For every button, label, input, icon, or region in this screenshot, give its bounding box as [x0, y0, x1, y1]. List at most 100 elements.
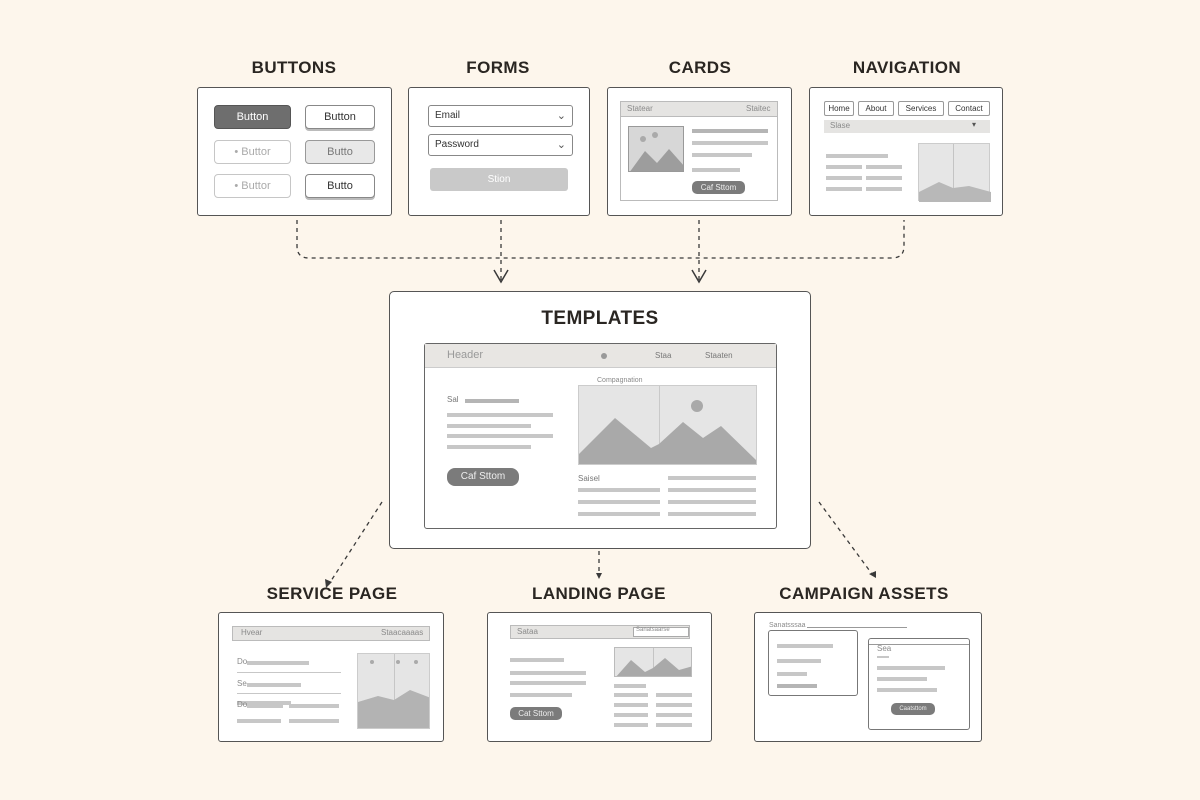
card-header: Statear Staitec — [620, 101, 778, 117]
service-page-panel: Hvear Staacaaaas Do Se Do — [218, 612, 444, 742]
buttons-panel: Button Button • Buttor Butto • Buttor Bu… — [197, 87, 392, 216]
template-text-line — [465, 399, 519, 403]
cards-panel: Statear Staitec Caf Sttom — [607, 87, 792, 216]
forms-heading: FORMS — [466, 58, 530, 77]
template-text-line — [447, 445, 531, 449]
card-text-line — [692, 129, 768, 133]
service-text-line — [247, 683, 301, 687]
ghost-button-2[interactable]: • Buttor — [214, 174, 291, 198]
campaign-asset-card-1 — [768, 630, 858, 696]
submit-button[interactable]: Stion — [430, 168, 568, 191]
template-nav-1[interactable]: Staa — [655, 351, 672, 360]
landing-header-label: Sataa — [517, 627, 538, 636]
service-text-line — [289, 719, 339, 723]
nav-tab-contact[interactable]: Contact — [948, 101, 990, 116]
landing-text-line — [656, 713, 692, 717]
landing-text-line — [510, 658, 564, 662]
email-field[interactable]: Email ⌄ — [428, 105, 573, 127]
campaign-asset-card-2: Sea Caatsttom — [868, 638, 970, 730]
service-text-line — [237, 693, 341, 694]
landing-cta-button[interactable]: Cat Sttom — [510, 707, 562, 720]
service-text-line — [237, 672, 341, 673]
campaign-text-line — [877, 666, 945, 670]
campaign-text-line — [777, 659, 821, 663]
ghost-button-2-label: Buttor — [241, 180, 271, 192]
nav-tab-services[interactable]: Services — [898, 101, 944, 116]
template-text-line — [447, 424, 531, 428]
outline-button-2[interactable]: Butto — [305, 174, 375, 198]
template-text-line — [668, 476, 756, 480]
landing-text-line — [614, 684, 646, 688]
chevron-down-icon: ▾ — [972, 120, 977, 129]
service-text-line — [237, 701, 291, 705]
landing-text-line — [656, 703, 692, 707]
nav-text-line — [866, 187, 902, 191]
landing-text-line — [614, 693, 648, 697]
campaign-text-line — [777, 644, 833, 648]
nav-text-line — [826, 165, 862, 169]
navigation-panel: Home About Services Contact Slase ▾ — [809, 87, 1003, 216]
template-text-line — [578, 512, 660, 516]
landing-header: Sataa Sanatsaarse — [510, 625, 690, 639]
campaign-text-line — [777, 684, 817, 688]
card-cta-button[interactable]: Caf Sttom — [692, 181, 745, 194]
service-header-right: Staacaaaas — [381, 628, 424, 637]
campaign-assets-heading: CAMPAIGN ASSETS — [779, 584, 949, 603]
landing-hero-image — [614, 647, 692, 677]
template-nav-2[interactable]: Staaten — [705, 351, 733, 360]
nav-subbar-label: Slase — [830, 121, 851, 130]
nav-tab-home[interactable]: Home — [824, 101, 854, 116]
template-cta-button[interactable]: Caf Sttom — [447, 468, 519, 486]
campaign-cta-button[interactable]: Caatsttom — [891, 703, 935, 715]
template-caption: Compagnation — [597, 377, 643, 384]
template-header-label: Header — [447, 349, 484, 361]
template-text-line — [668, 488, 756, 492]
service-row-label: Do — [237, 700, 248, 709]
campaign-text-line — [877, 677, 927, 681]
nav-text-line — [866, 165, 902, 169]
landing-text-line — [656, 723, 692, 727]
card-image — [628, 126, 684, 172]
template-hero-image — [578, 385, 757, 465]
service-image — [357, 653, 430, 729]
template-mockup: Header Staa Staaten Compagnation Sal Caf… — [424, 343, 777, 529]
nav-subbar[interactable]: Slase ▾ — [824, 120, 990, 133]
ghost-button-label: Buttor — [241, 146, 271, 158]
template-text-line — [578, 500, 660, 504]
card-body — [620, 117, 778, 201]
landing-text-line — [510, 671, 586, 675]
template-label: Saisel — [578, 474, 600, 483]
service-row-label: Se — [237, 679, 247, 688]
template-header-dot — [601, 353, 607, 359]
landing-page-heading: LANDING PAGE — [532, 584, 666, 603]
navigation-heading: NAVIGATION — [852, 58, 962, 77]
buttons-heading: BUTTONS — [251, 58, 337, 77]
campaign-text-line — [777, 672, 807, 676]
card-header-right: Staitec — [746, 104, 771, 113]
service-text-line — [247, 661, 309, 665]
ghost-button[interactable]: • Buttor — [214, 140, 291, 164]
template-row-label: Sal — [447, 395, 459, 404]
outline-button[interactable]: Button — [305, 105, 375, 129]
soft-button[interactable]: Butto — [305, 140, 375, 164]
template-header: Header Staa Staaten — [425, 344, 776, 368]
nav-text-line — [866, 176, 902, 180]
template-text-line — [578, 488, 660, 492]
template-text-line — [447, 413, 553, 417]
service-row-label: Do — [237, 657, 248, 666]
nav-image — [918, 143, 991, 202]
campaign-card-topbar — [869, 639, 969, 645]
landing-search-field[interactable]: Sanatsaarse — [633, 627, 689, 637]
service-header-label: Hvear — [241, 628, 263, 637]
solid-button[interactable]: Button — [214, 105, 291, 129]
password-field[interactable]: Password ⌄ — [428, 134, 573, 156]
service-page-heading: SERVICE PAGE — [266, 584, 398, 603]
nav-tab-about[interactable]: About — [858, 101, 894, 116]
landing-text-line — [510, 681, 586, 685]
landing-text-line — [656, 693, 692, 697]
cards-heading: CARDS — [668, 58, 732, 77]
campaign-assets-panel: Sanatsssaa Sea Caatsttom — [754, 612, 982, 742]
template-text-line — [668, 512, 756, 516]
card-text-line — [692, 153, 752, 157]
template-text-line — [668, 500, 756, 504]
